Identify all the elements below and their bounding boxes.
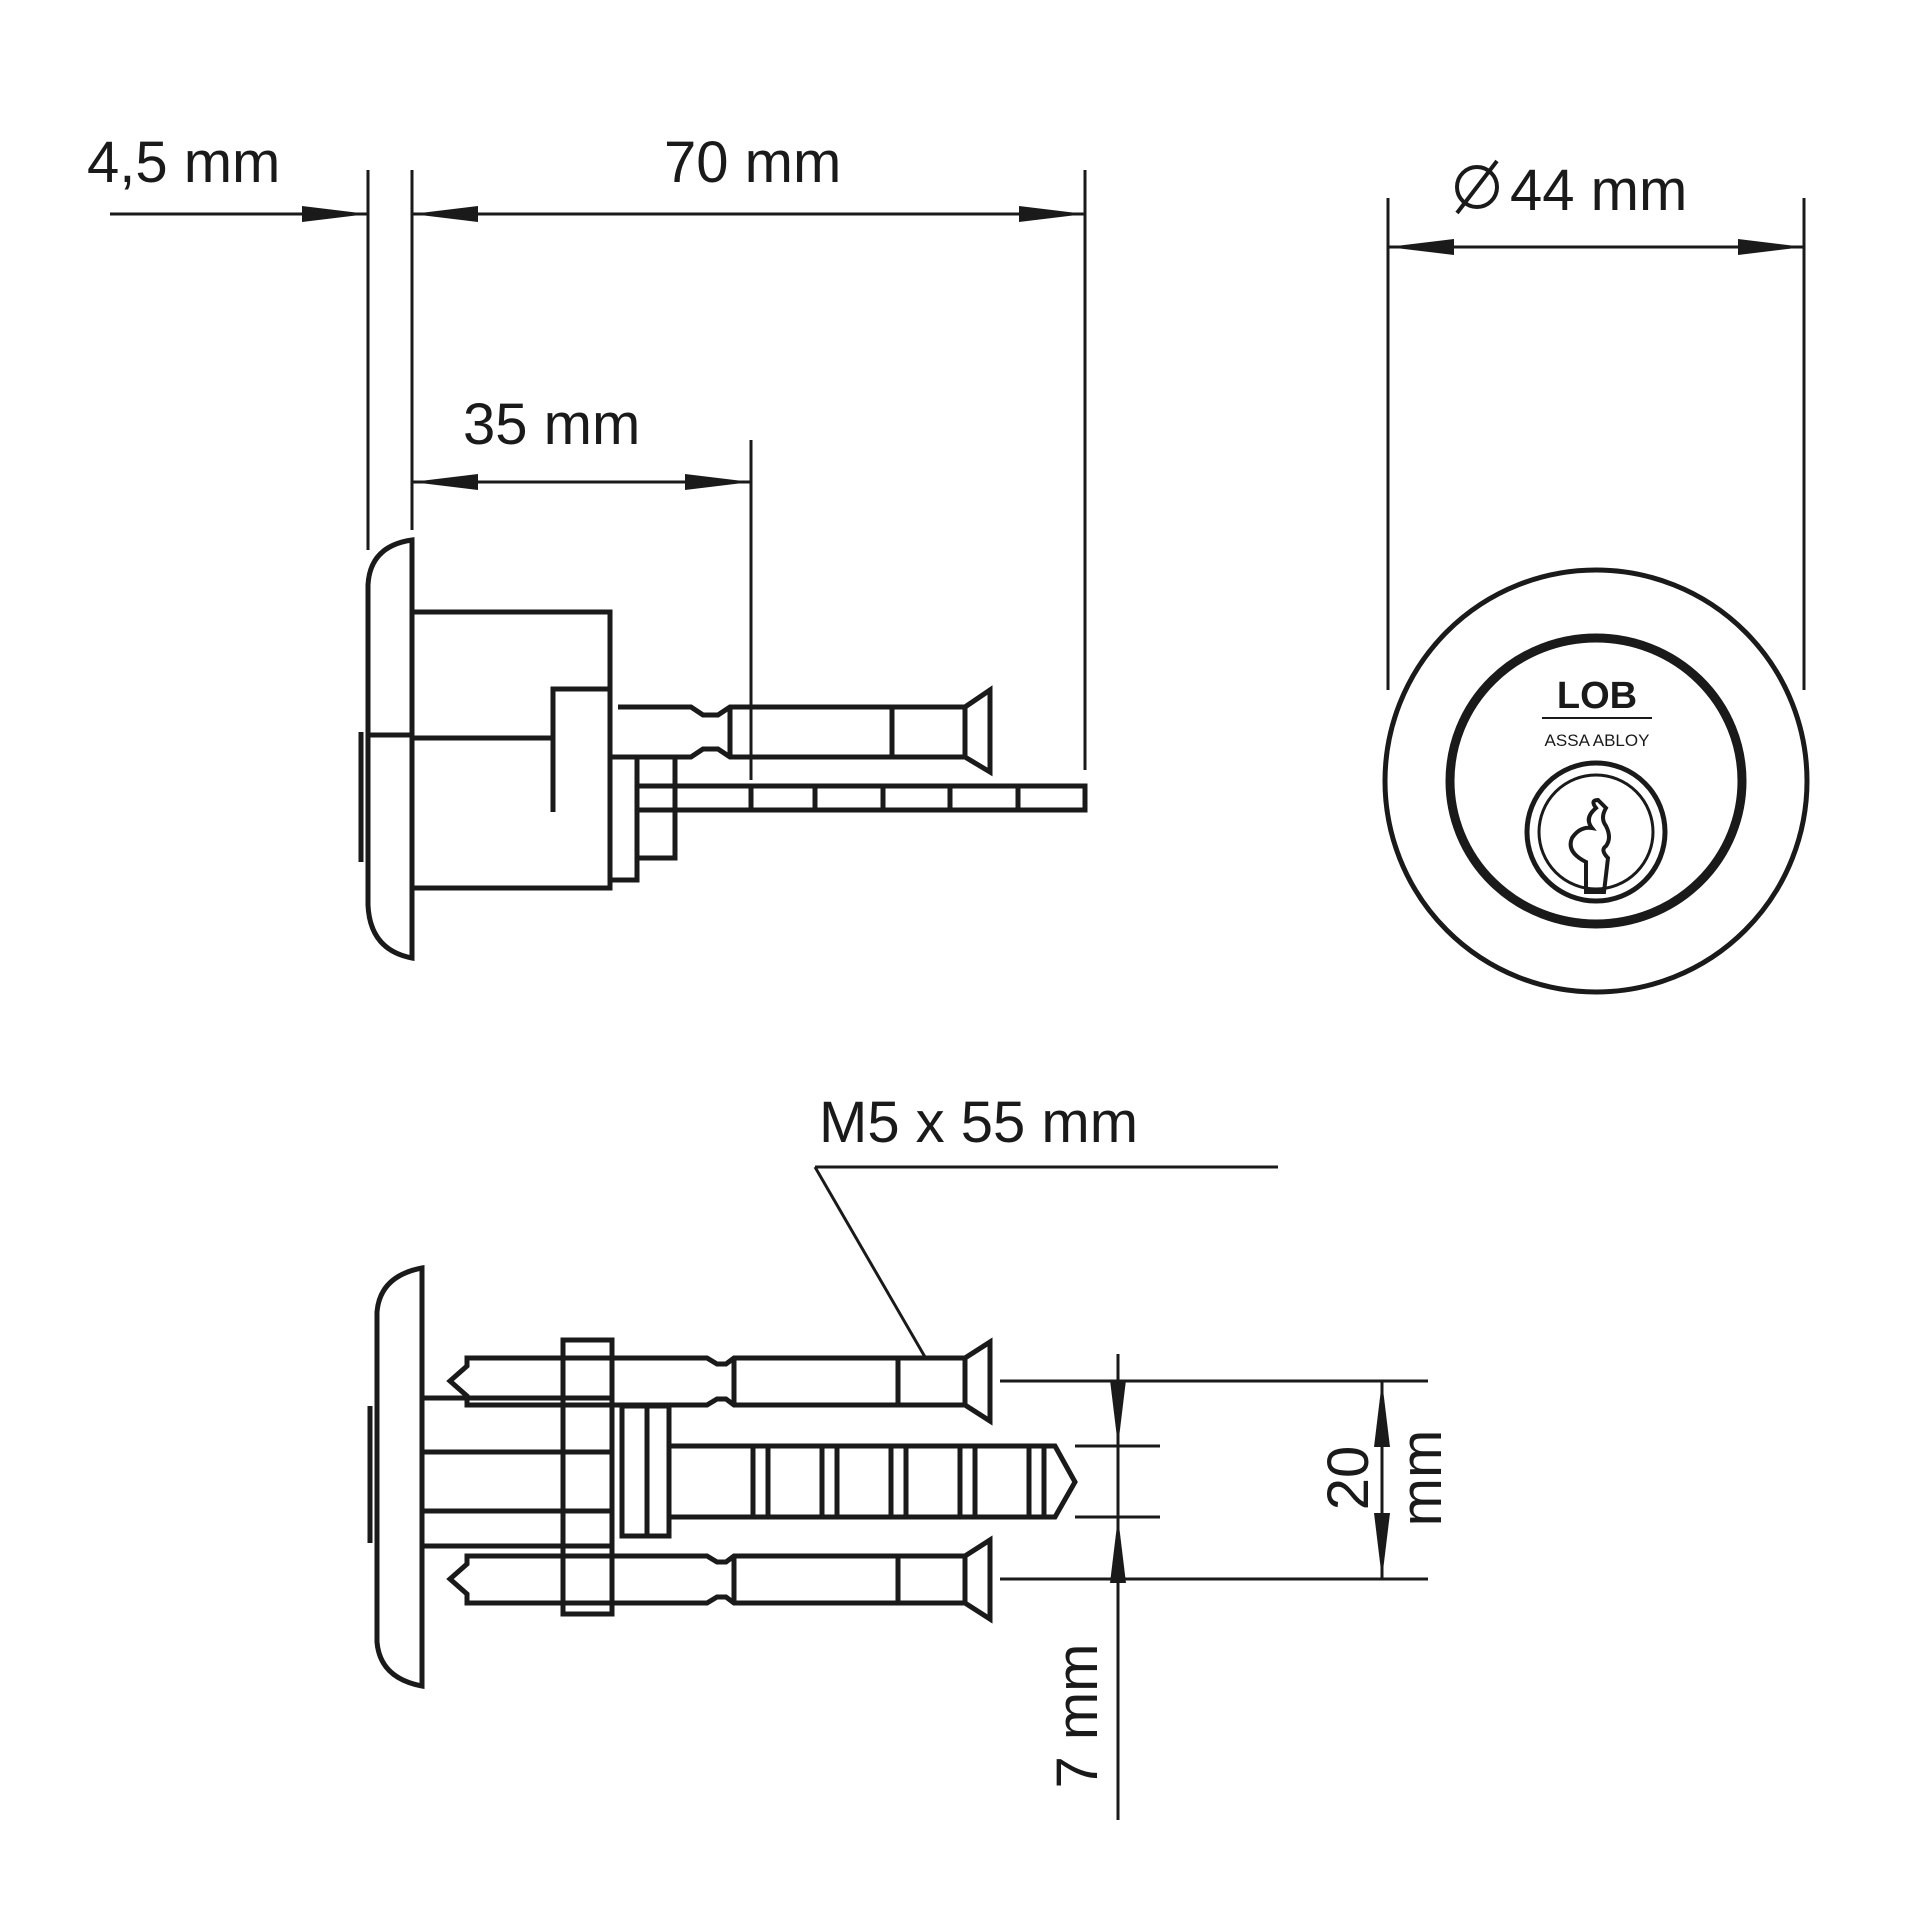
- dim-screw-spec: M5 x 55 mm: [819, 1090, 1138, 1155]
- brand-parent-logo: ASSA ABLOY: [1545, 731, 1650, 750]
- dim-flange-thickness: 4,5 mm: [87, 130, 280, 195]
- dim-cylinder-length: 35 mm: [463, 392, 640, 457]
- brand-logo: LOB: [1557, 675, 1637, 717]
- bottom-dimension-lines: [1000, 1354, 1428, 1820]
- diameter-dimension: [1386, 198, 1806, 690]
- keyhole-icon: [1568, 797, 1611, 894]
- dim-screw-spacing-value: 20: [1316, 1446, 1381, 1511]
- dim-bar-width: 7 mm: [1045, 1644, 1110, 1789]
- dim-diameter: 44 mm: [1510, 158, 1687, 223]
- top-dimension-lines: [110, 170, 1087, 780]
- screw-leader: [813, 1165, 1278, 1358]
- dim-overall-length: 70 mm: [664, 130, 841, 195]
- cylinder-front-view: [1382, 567, 1810, 995]
- cylinder-top-view: [367, 1264, 1078, 1690]
- cylinder-side-view: [358, 537, 1088, 962]
- dim-screw-spacing-unit: mm: [1389, 1430, 1454, 1527]
- diameter-icon: [1455, 159, 1499, 215]
